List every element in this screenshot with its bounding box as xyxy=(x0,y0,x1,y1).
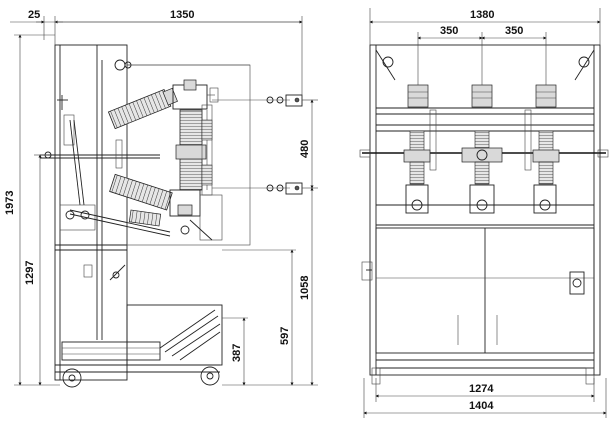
phase-right xyxy=(524,84,560,214)
phase-center xyxy=(461,84,503,214)
dim-height-1297: 1297 xyxy=(24,261,36,285)
lower-terminal xyxy=(212,182,303,195)
upper-terminal xyxy=(212,94,303,107)
dim-offset-left: 25 xyxy=(28,9,40,21)
side-dimensions: 25 1350 1973 1297 480 1058 597 xyxy=(4,9,318,386)
wheel-right xyxy=(200,366,220,386)
front-dimensions: 1380 350 350 1274 1404 xyxy=(363,8,607,418)
dim-height-1058: 1058 xyxy=(299,276,311,300)
dim-height-387: 387 xyxy=(231,344,243,362)
dim-width-top: 1380 xyxy=(470,9,494,21)
dim-width-bottom: 1404 xyxy=(469,400,494,412)
vertical-column xyxy=(175,104,223,241)
dim-width-total: 1350 xyxy=(170,9,194,21)
side-view: 25 1350 1973 1297 480 1058 597 xyxy=(4,9,318,388)
side-frame xyxy=(54,44,251,381)
lower-insulator xyxy=(109,173,201,235)
dim-phase-spacing-left: 350 xyxy=(440,25,458,37)
front-view: 1380 350 350 1274 1404 xyxy=(359,8,609,418)
phase-left xyxy=(403,84,437,214)
trolley-base xyxy=(55,304,223,388)
dim-width-inner: 1274 xyxy=(469,383,494,395)
operating-mechanism xyxy=(40,59,171,281)
dim-phase-spacing-right: 350 xyxy=(505,25,523,37)
dim-height-597: 597 xyxy=(279,327,291,345)
dim-spacing-480: 480 xyxy=(299,140,311,158)
dim-height-total: 1973 xyxy=(4,191,16,215)
wheel-left xyxy=(62,368,82,388)
upper-insulator xyxy=(107,79,219,130)
